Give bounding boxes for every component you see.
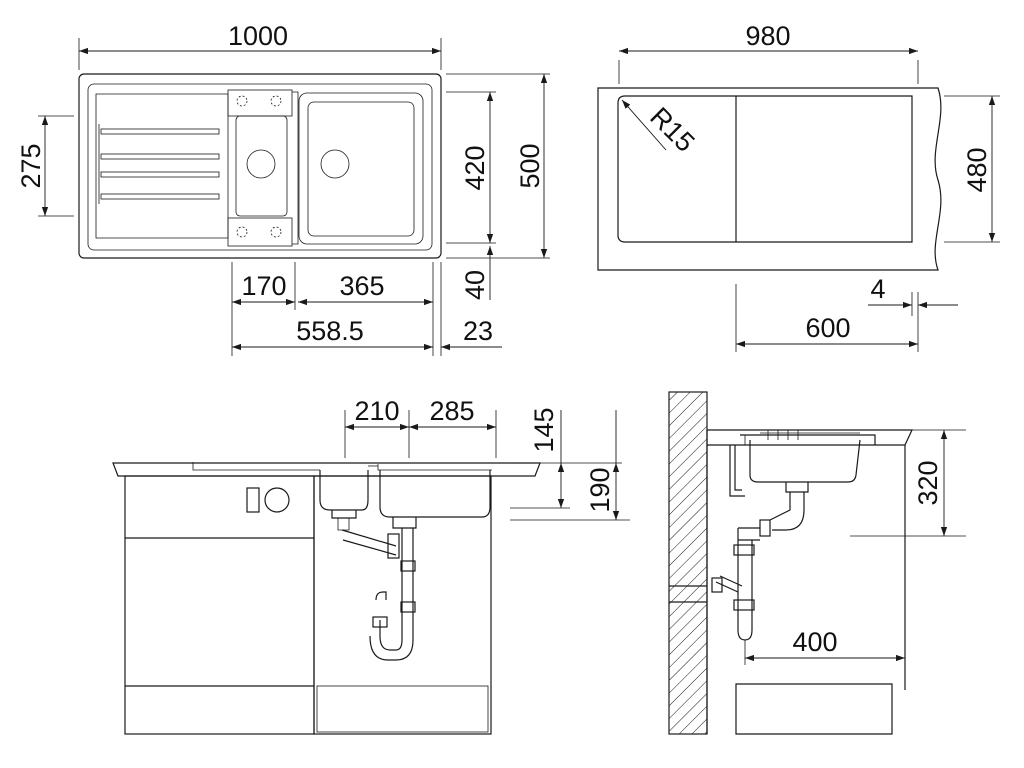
side-worktop	[706, 429, 913, 446]
side-cabinet	[706, 445, 906, 735]
front-worktop	[112, 462, 541, 477]
drainer-grooves	[98, 124, 220, 204]
dishwasher-display-icon	[246, 487, 260, 513]
dim-side-margin: 23	[463, 316, 493, 346]
main-bowl	[292, 91, 424, 245]
small-bowl	[227, 89, 293, 247]
dim-drainer-depth: 275	[16, 143, 46, 188]
front-view: 210 285 145 190	[112, 396, 630, 735]
dim-overall-width: 1000	[228, 21, 288, 51]
dim-overall-depth: 500	[515, 143, 545, 188]
dim-corner-radius: R15	[644, 102, 700, 158]
front-cabinets	[124, 475, 492, 735]
side-waste-plumbing	[711, 482, 809, 641]
main-bowl-waste-icon	[320, 149, 350, 179]
side-bowl	[729, 430, 876, 497]
dim-small-bowl-width: 170	[241, 271, 286, 301]
dim-edge-to-edge: 558.5	[296, 316, 364, 346]
dim-min-cabinet: 600	[805, 313, 850, 343]
dim-cutout-width: 980	[745, 21, 790, 51]
radius-leader	[621, 99, 667, 151]
dim-main-bowl-height: 190	[585, 467, 615, 512]
dim-waste-spacing: 400	[792, 627, 837, 657]
dim-cutout-depth: 480	[962, 147, 992, 192]
cutout-outline	[617, 95, 913, 243]
dim-edge-gap: 4	[870, 274, 885, 304]
dim-main-bowl-spacing: 285	[429, 396, 474, 426]
dishwasher-knob-icon	[264, 487, 290, 513]
front-waste-plumbing	[331, 510, 417, 661]
worktop-outline	[597, 87, 942, 271]
small-bowl-waste-icon	[246, 149, 276, 179]
dim-main-bowl-width: 365	[339, 271, 384, 301]
dim-rear-offset: 40	[460, 270, 490, 300]
top-view: 1000 275 420 500 40 170 365 558.5 23	[16, 21, 550, 356]
dim-bowl-depth: 420	[460, 145, 490, 190]
dim-small-bowl-spacing: 210	[354, 396, 399, 426]
cutout-view: 980 480 R15 600 4	[597, 21, 1000, 352]
side-view: 320 400	[668, 391, 966, 735]
dim-install-height: 320	[913, 460, 943, 505]
hatched-wall	[668, 391, 708, 735]
front-bowls	[319, 465, 491, 518]
dim-small-bowl-height: 145	[529, 407, 559, 452]
